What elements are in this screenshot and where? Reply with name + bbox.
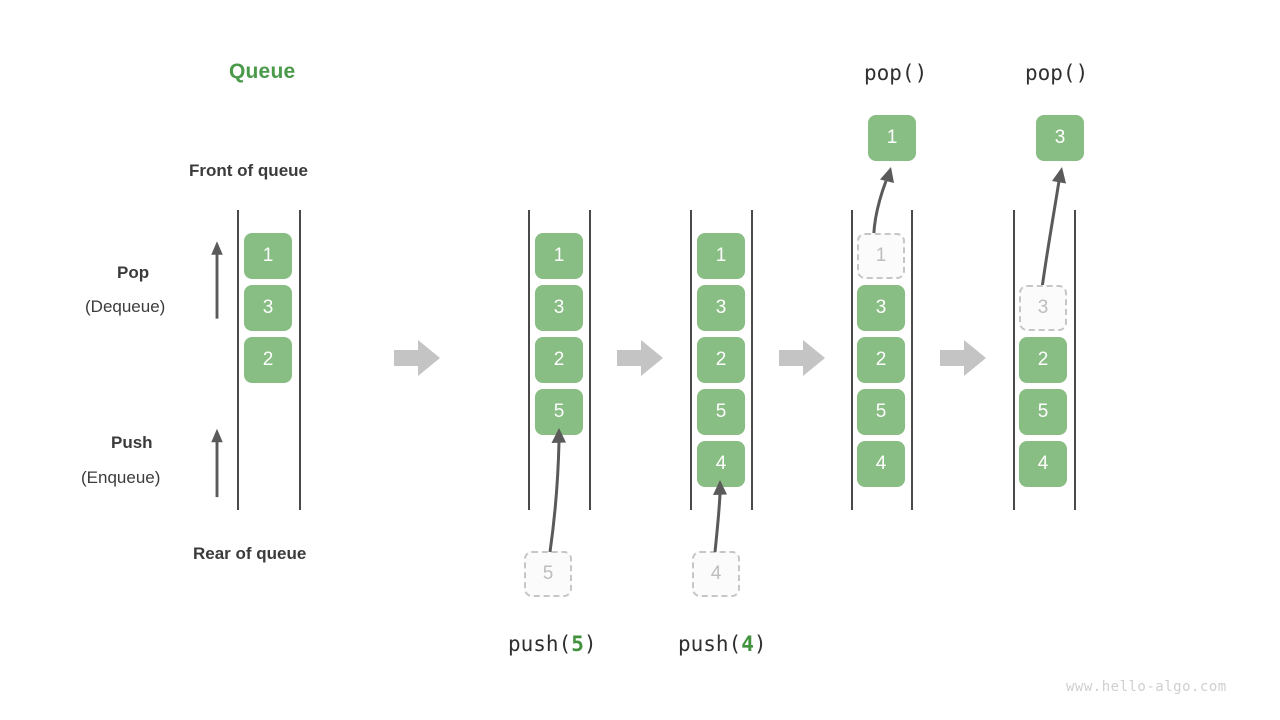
- queue-rail-right-stage2: [589, 210, 591, 510]
- queue-cell: 2: [244, 337, 292, 383]
- queue-rail-right-stage1: [299, 210, 301, 510]
- transition-arrow-icon: [617, 340, 663, 376]
- queue-cell: 5: [857, 389, 905, 435]
- queue-cell: 4: [697, 441, 745, 487]
- queue-cell: 4: [857, 441, 905, 487]
- push-5-operation-label: push(5): [508, 632, 597, 656]
- page-title: Queue: [229, 60, 296, 83]
- transition-arrow-icon: [779, 340, 825, 376]
- queue-rail-right-stage3: [751, 210, 753, 510]
- pop-operation-label-stage4: pop(): [864, 61, 928, 85]
- queue-cell-ghost: 3: [1019, 285, 1067, 331]
- queue-cell: 3: [535, 285, 583, 331]
- push-label: Push: [111, 433, 153, 452]
- push-direction-arrow-icon: [211, 428, 223, 498]
- queue-cell: 4: [1019, 441, 1067, 487]
- queue-rail-right-stage4: [911, 210, 913, 510]
- label-prefix: push(: [508, 632, 572, 656]
- queue-cell: 2: [535, 337, 583, 383]
- push-4-operation-label: push(4): [678, 632, 767, 656]
- label-arg: 5: [571, 632, 584, 656]
- queue-rail-right-stage5: [1074, 210, 1076, 510]
- pop-sublabel: (Dequeue): [85, 297, 166, 316]
- push-motion-arrow-icon: [548, 428, 566, 553]
- queue-cell: 5: [1019, 389, 1067, 435]
- incoming-element-ghost: 4: [692, 551, 740, 597]
- label-suffix: ): [753, 632, 767, 656]
- popped-element: 3: [1036, 115, 1084, 161]
- label-suffix: ): [583, 632, 597, 656]
- label-arg: 4: [741, 632, 754, 656]
- transition-arrow-icon: [394, 340, 440, 376]
- rear-of-queue-label: Rear of queue: [193, 544, 307, 563]
- queue-cell: 1: [244, 233, 292, 279]
- queue-cell: 2: [857, 337, 905, 383]
- queue-cell: 3: [244, 285, 292, 331]
- queue-cell: 3: [697, 285, 745, 331]
- pop-direction-arrow-icon: [211, 241, 223, 319]
- push-sublabel: (Enqueue): [81, 468, 161, 487]
- watermark: www.hello-algo.com: [1066, 679, 1227, 695]
- front-of-queue-label: Front of queue: [189, 161, 308, 180]
- pop-motion-arrow-icon: [1038, 167, 1066, 304]
- queue-rail-left-stage5: [1013, 210, 1015, 510]
- label-prefix: push(: [678, 632, 742, 656]
- queue-rail-left-stage3: [690, 210, 692, 510]
- push-motion-arrow-icon: [713, 480, 727, 553]
- queue-cell: 2: [697, 337, 745, 383]
- queue-cell: 1: [697, 233, 745, 279]
- queue-rail-left-stage4: [851, 210, 853, 510]
- queue-cell: 5: [697, 389, 745, 435]
- queue-cell-ghost: 1: [857, 233, 905, 279]
- pop-label: Pop: [117, 263, 150, 282]
- queue-cell: 1: [535, 233, 583, 279]
- pop-operation-label-stage5: pop(): [1025, 61, 1089, 85]
- queue-cell: 5: [535, 389, 583, 435]
- queue-rail-left-stage1: [237, 210, 239, 510]
- queue-rail-left-stage2: [528, 210, 530, 510]
- transition-arrow-icon: [940, 340, 986, 376]
- incoming-element-ghost: 5: [524, 551, 572, 597]
- queue-cell: 2: [1019, 337, 1067, 383]
- queue-cell: 3: [857, 285, 905, 331]
- popped-element: 1: [868, 115, 916, 161]
